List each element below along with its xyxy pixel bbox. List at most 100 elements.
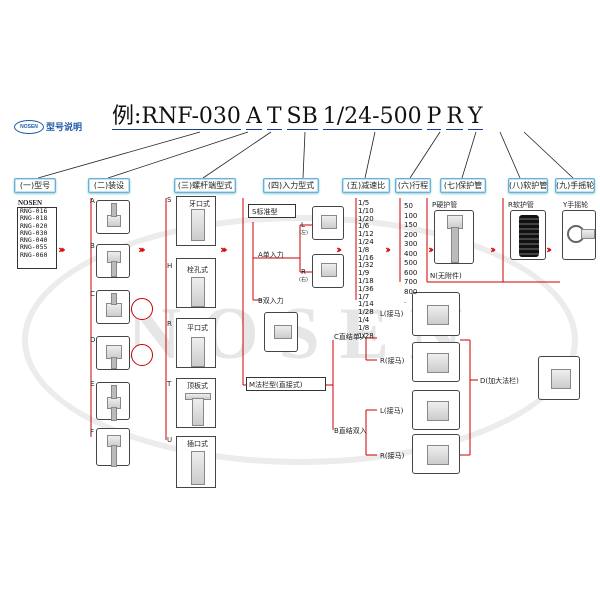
example-seg-end: T: [266, 104, 282, 130]
mount-c-image: [96, 290, 130, 324]
connector-protect: [461, 131, 477, 179]
screw-end-s-image: 牙口式: [176, 196, 216, 246]
mount-label-a: A: [90, 197, 95, 205]
arrow-to-protect: ››: [428, 243, 434, 256]
stroke-item: 600: [404, 268, 418, 277]
ratio-item: 1/9: [358, 269, 370, 278]
section-header-soft-tube: (八)软护管: [508, 178, 548, 193]
ratio-item: 1/8: [358, 245, 370, 254]
mount-label-f: F: [90, 428, 95, 436]
mount-e-image: [96, 382, 130, 421]
brand-logo: NOSEN: [14, 120, 44, 134]
ratio-item: 1/28: [358, 331, 374, 340]
ratio-item: 1/8: [358, 323, 370, 332]
section-header-model: (一)型号: [14, 178, 56, 193]
section-header-mounting: (二)装设: [88, 178, 130, 193]
protect-hard-image: [434, 210, 474, 264]
stroke-item: 100: [404, 211, 418, 220]
stroke-list: 50 100 150 200 300 400 500 600 700 800 .: [404, 202, 417, 307]
connector-ratio: [364, 131, 376, 179]
mount-label-e: E: [90, 380, 95, 388]
mount-d-image: [96, 336, 130, 370]
input-direct-double-label: B直结双入: [334, 427, 367, 435]
direct-double-right-image: [412, 434, 460, 474]
input-double-image: [264, 312, 298, 352]
stroke-item: .: [404, 297, 407, 305]
screw-end-code-u: U: [167, 436, 173, 444]
input-direct-single-right-label: R(接马): [380, 357, 405, 365]
screw-end-code-s: S: [167, 196, 172, 204]
ratio-item: 1/5: [358, 199, 370, 207]
input-flange-box: M法栏型(直接式): [246, 377, 326, 391]
input-left-sub: (左): [299, 230, 308, 236]
arrow-to-mounting: ›››: [58, 243, 65, 256]
input-standard-label: S标准型: [252, 208, 278, 216]
input-flange-label: M法栏型(直接式): [249, 381, 303, 389]
ratio-item: 1/20: [358, 214, 374, 223]
screw-end-code-h: H: [167, 262, 173, 270]
stroke-item: 700: [404, 278, 418, 286]
ratio-item: 1/4: [358, 315, 370, 324]
model-item: RNG-018: [20, 214, 48, 223]
handwheel-image: [562, 210, 596, 260]
arrow-to-screw-end: ›››: [138, 243, 145, 256]
input-direct-single-label: C直结单入: [334, 333, 367, 341]
model-item: RNG-055: [20, 243, 48, 252]
stroke-item: 200: [404, 230, 418, 239]
section-header-screw-end: (三)螺杆端型式: [174, 178, 236, 193]
screw-end-h-image: 栓孔式: [176, 258, 216, 308]
ratio-item: 1/10: [358, 206, 374, 215]
example-seg-model: 例:RNF-030: [112, 104, 241, 130]
stroke-item: 500: [404, 259, 418, 267]
arrow-to-hand: ››: [546, 243, 552, 256]
mount-d-detail-image: [131, 344, 153, 366]
connector-hand: [523, 131, 574, 179]
stroke-item: 50: [404, 202, 413, 210]
input-left-code: L: [301, 221, 305, 229]
screw-end-name-u: 插口式: [187, 440, 208, 448]
mount-c-detail-image: [131, 298, 153, 320]
direct-double-left-image: [412, 390, 460, 430]
input-standard-box: S标准型: [248, 204, 296, 218]
mount-label-b: B: [90, 242, 95, 250]
ratio-item: 1/32: [358, 261, 374, 270]
model-item: RNG-030: [20, 228, 48, 237]
screw-end-r-image: 平口式: [176, 318, 216, 368]
input-single-label: A单入力: [258, 251, 284, 259]
input-right-image: [312, 254, 344, 288]
ratio-item: 1/24: [358, 237, 374, 246]
section-header-stroke: (六)行程: [395, 178, 431, 193]
input-direct-double-right-label: R(接马): [380, 452, 405, 460]
stroke-item: 400: [404, 249, 418, 258]
input-left-image: [312, 206, 344, 240]
handwheel-label: Y手摇轮: [563, 201, 589, 209]
screw-end-t-image: 顶板式: [176, 378, 216, 428]
screw-end-u-image: 插口式: [176, 436, 216, 488]
stroke-item: 800: [404, 287, 418, 296]
screw-end-name-r: 平口式: [187, 324, 208, 332]
arrow-to-soft: ››: [490, 243, 496, 256]
page-title: 型号说明: [46, 123, 83, 133]
example-seg-protect: P: [426, 104, 442, 130]
protect-hard-label: P硬护管: [432, 201, 458, 209]
soft-tube-label: R软护管: [508, 201, 534, 209]
input-direct-single-left-label: L(接马): [380, 310, 404, 318]
connector-end: [202, 131, 272, 179]
screw-end-code-t: T: [167, 380, 172, 388]
direct-single-right-image: [412, 342, 460, 382]
screw-end-name-t: 顶板式: [187, 382, 208, 390]
example-seg-mount: A: [245, 104, 262, 130]
connector-soft: [499, 131, 521, 179]
ratio-item: 1/6: [358, 222, 370, 231]
ratio-item: 1/36: [358, 284, 374, 293]
ratio-item: 1/18: [358, 276, 374, 285]
mount-a-image: [96, 200, 130, 234]
section-header-ratio: (五)减速比: [342, 178, 390, 193]
model-list: RNG-016 RNG-018 RNG-020 RNG-030 RNG-040 …: [17, 207, 57, 269]
model-item: RNG-016: [20, 207, 48, 215]
model-item: RNG-060: [20, 250, 48, 259]
ratio-item: 1/12: [358, 230, 374, 239]
mount-b-image: [96, 244, 130, 278]
